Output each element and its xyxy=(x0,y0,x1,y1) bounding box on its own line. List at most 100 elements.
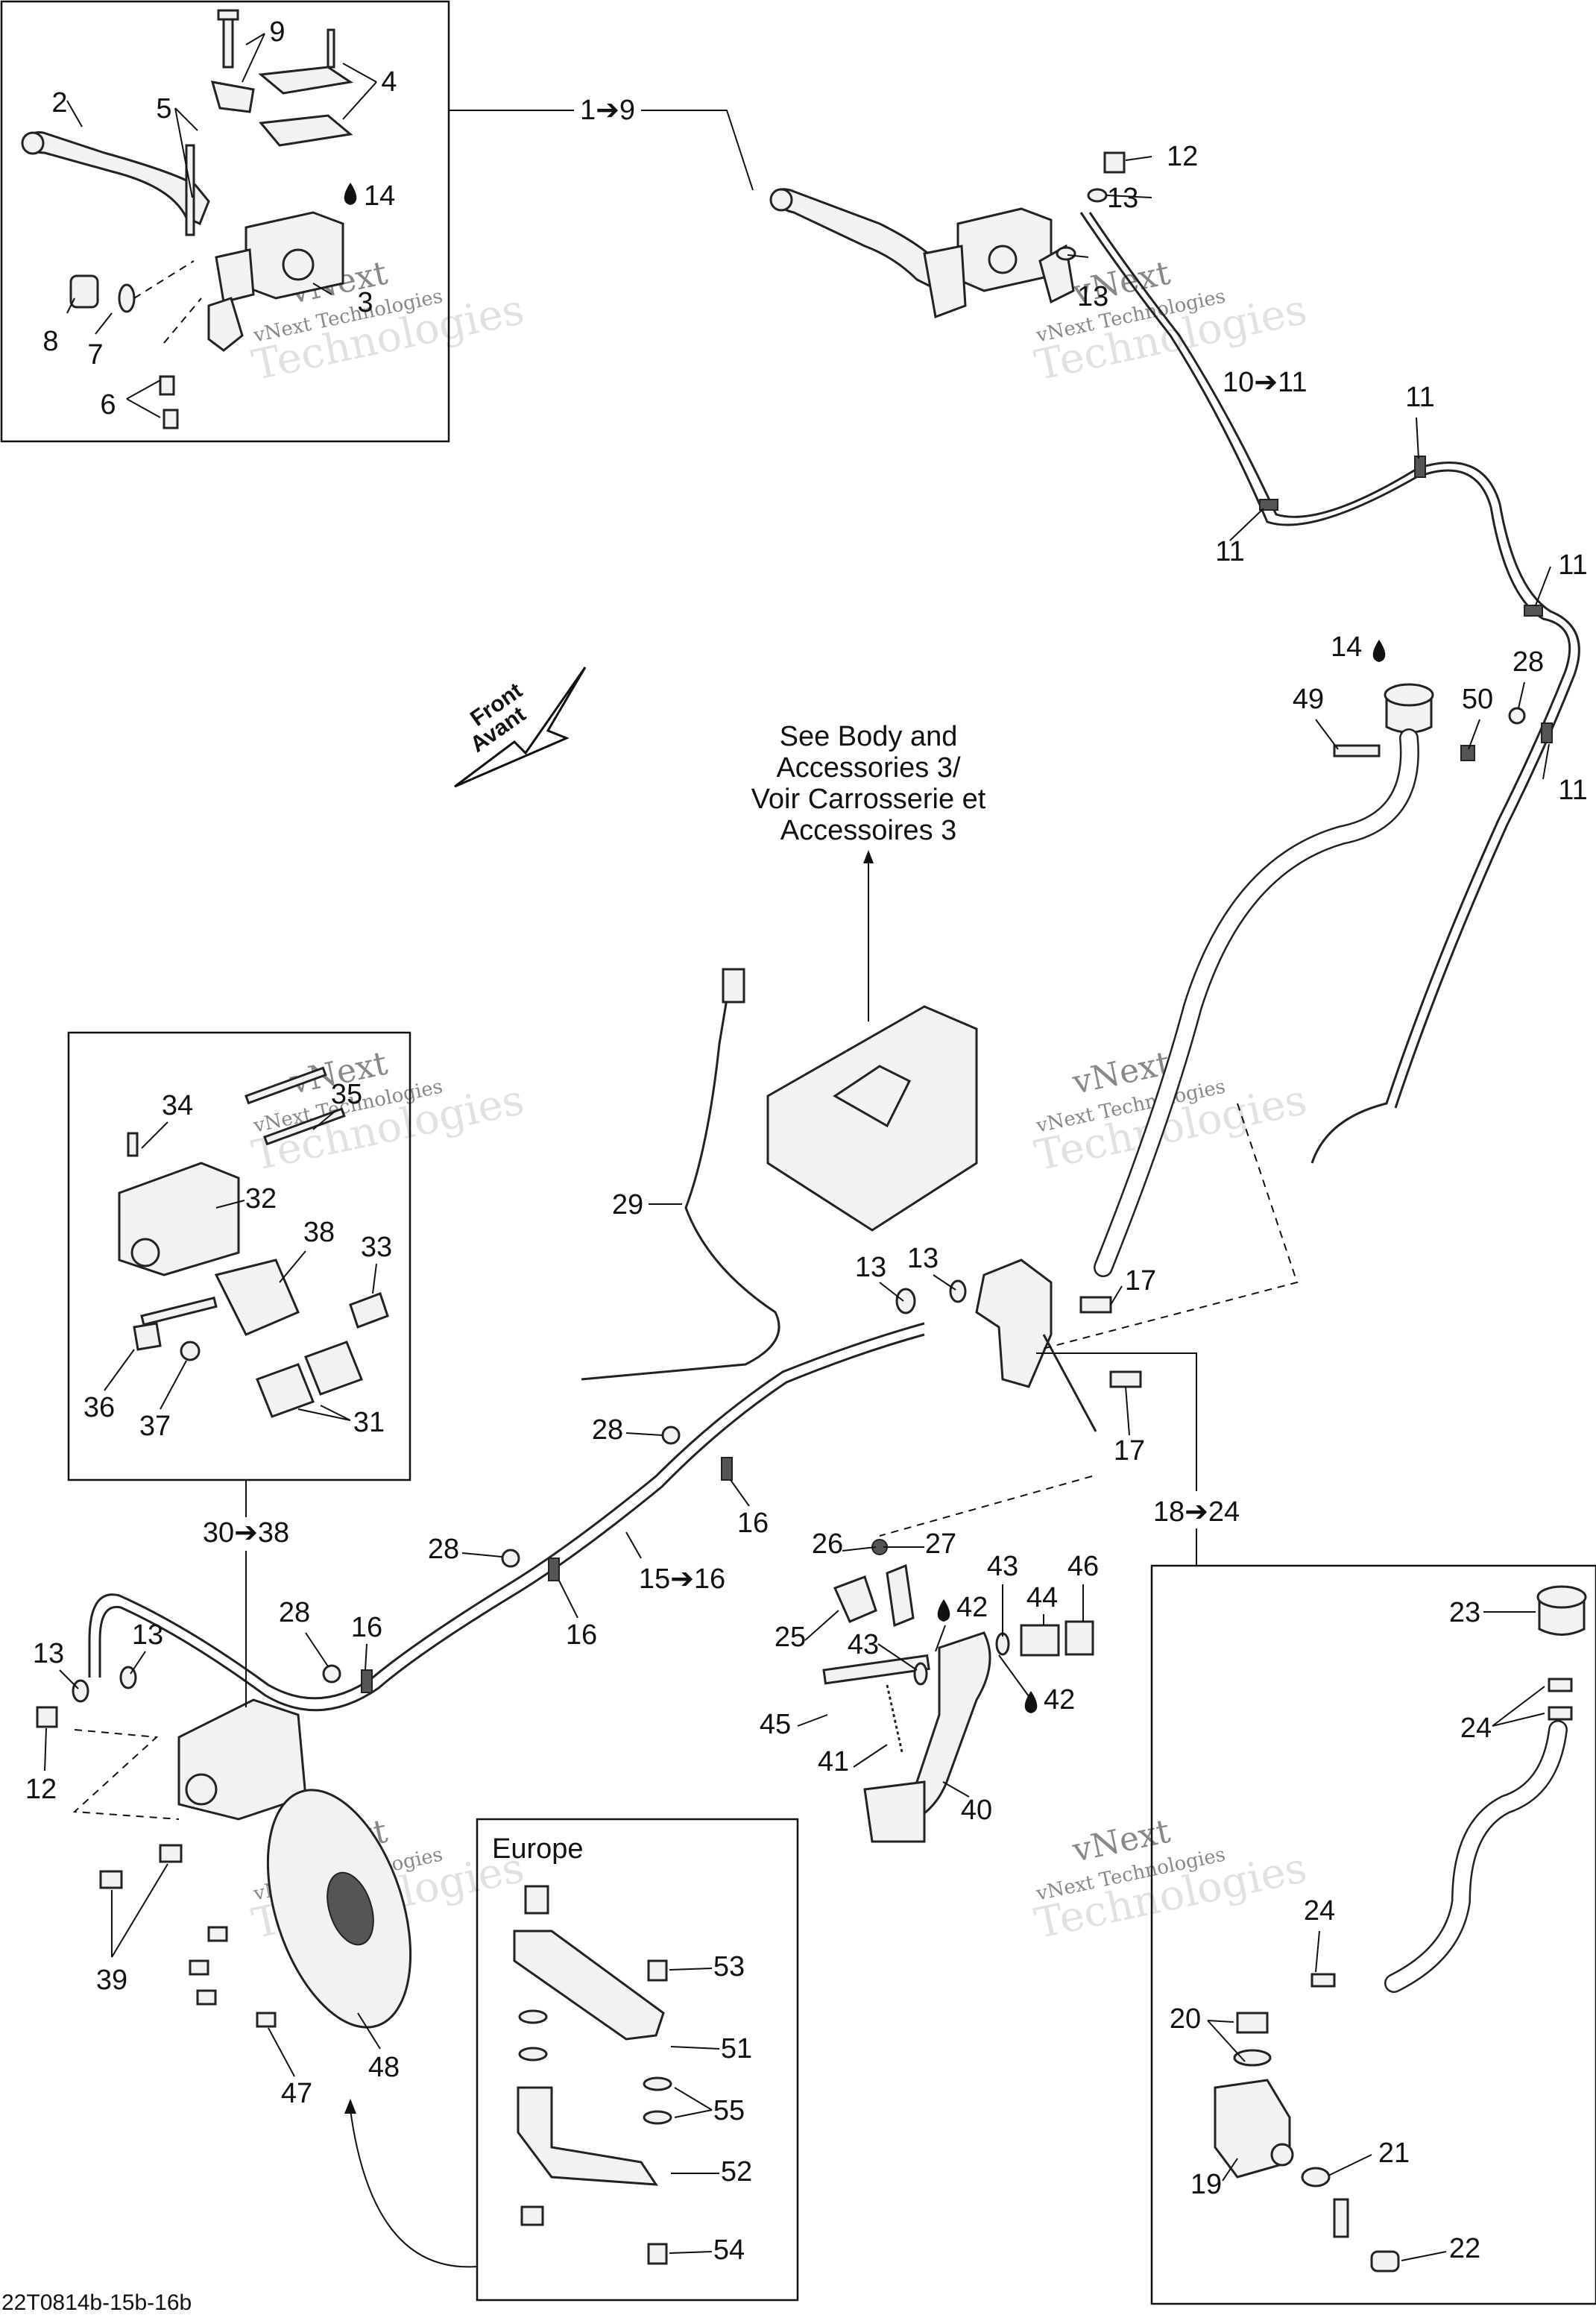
callout-24-b: 24 xyxy=(1304,1895,1335,1927)
callout-43-b: 43 xyxy=(987,1551,1018,1582)
callout-37: 37 xyxy=(139,1411,171,1442)
bracket-pin xyxy=(140,1296,218,1326)
cylinder-port xyxy=(923,245,967,319)
rear-master-cylinder-box xyxy=(1150,1564,1596,2305)
callout-17-a: 17 xyxy=(1125,1265,1156,1297)
line-clip xyxy=(1259,499,1278,511)
callout-25: 25 xyxy=(775,1622,806,1653)
sealing-washer xyxy=(949,1279,967,1303)
caliper-piston xyxy=(130,1238,160,1267)
fluid-drop-icon xyxy=(1372,640,1386,662)
line-clip xyxy=(1524,605,1543,617)
diagram-code: 22T0814b-15b-16b xyxy=(1,2290,192,2315)
callout-12-top: 12 xyxy=(1167,141,1198,172)
pedal-pad xyxy=(863,1780,926,1843)
brake-pedal-group xyxy=(822,1539,1094,1843)
callout-11: 11 xyxy=(1215,536,1244,567)
washer-55 xyxy=(643,2110,672,2125)
hose-fitting xyxy=(1236,2012,1269,2034)
callout-34: 34 xyxy=(162,1090,193,1121)
reservoir-hose-inner xyxy=(1095,730,1418,1276)
callout-12-rear: 12 xyxy=(25,1774,57,1805)
note-line-1: See Body and xyxy=(780,721,958,752)
reservoir-bolt xyxy=(1333,744,1381,758)
callout-42-b: 42 xyxy=(1044,1684,1075,1716)
pedal-washer xyxy=(995,1632,1010,1656)
top-left-leaders xyxy=(66,33,754,418)
clamp-screw xyxy=(159,375,175,396)
clamp-part xyxy=(207,297,244,352)
callout-51: 51 xyxy=(721,2033,752,2064)
callout-10-11: 10➔11 xyxy=(1223,367,1308,398)
rear-brake-line xyxy=(88,1322,925,1700)
caliper-bolt xyxy=(99,1870,123,1889)
callout-9: 9 xyxy=(269,16,285,48)
callout-46: 46 xyxy=(1067,1551,1099,1582)
pad-spring xyxy=(349,1292,389,1329)
nut-28-part xyxy=(661,1426,681,1445)
rear-master-cylinder-exploded xyxy=(1214,1585,1587,2273)
callout-11: 11 xyxy=(1558,549,1587,581)
nut-54 xyxy=(647,2243,668,2265)
rod-boot xyxy=(1370,2250,1400,2273)
push-rod xyxy=(1333,2198,1349,2238)
callout-35: 35 xyxy=(331,1079,362,1110)
watermark-group: vNext vNext Technologies Technologies vN… xyxy=(247,253,1310,1948)
callout-49: 49 xyxy=(1293,684,1324,715)
callout-4: 4 xyxy=(381,66,397,98)
callout-11: 11 xyxy=(1558,775,1587,806)
callout-16-c: 16 xyxy=(351,1612,382,1643)
callout-2: 2 xyxy=(51,87,67,119)
callout-26: 26 xyxy=(812,1528,843,1560)
front-master-cylinder-box xyxy=(0,0,450,443)
fluid-drop-icon xyxy=(1024,1691,1038,1713)
callout-15-16: 15➔16 xyxy=(639,1563,725,1595)
callout-41: 41 xyxy=(818,1746,849,1777)
callout-53: 53 xyxy=(713,1951,745,1982)
hose-clamp xyxy=(1310,1973,1336,1988)
fitting-seal xyxy=(1233,2049,1272,2067)
line-clip xyxy=(1414,456,1426,478)
fluid-drop-icon xyxy=(937,1599,950,1622)
switch-wire xyxy=(581,976,780,1381)
rear-brake-line-outer xyxy=(98,1333,925,1712)
callout-44: 44 xyxy=(1026,1582,1058,1613)
junction-pin xyxy=(1042,1334,1097,1432)
banjo-bolt xyxy=(1103,151,1126,174)
see-body-note: See Body and Accessories 3/ Voir Carross… xyxy=(751,721,986,1021)
front-brake-line xyxy=(1079,212,1571,1164)
callout-39: 39 xyxy=(96,1965,127,1996)
callout-36: 36 xyxy=(83,1392,115,1423)
front-master-cylinder-exploded xyxy=(21,9,353,429)
hose-clamp xyxy=(1548,1678,1573,1692)
bolt-53 xyxy=(647,1959,668,1982)
screw-head xyxy=(217,9,239,21)
bracket-51 xyxy=(513,1930,665,2041)
cover-screw xyxy=(327,28,335,69)
callout-11: 11 xyxy=(1405,382,1434,413)
return-spring xyxy=(886,1684,903,1753)
callout-27: 27 xyxy=(925,1528,956,1560)
line-clip xyxy=(1541,722,1553,743)
disc-screw xyxy=(256,2012,277,2028)
disc-screw xyxy=(207,1926,228,1942)
sealing-washer xyxy=(72,1679,89,1703)
reservoir-hose xyxy=(1094,728,1419,1277)
junction-leaders xyxy=(879,1274,1130,1436)
callout-7: 7 xyxy=(87,339,103,371)
disc-screw xyxy=(189,1959,209,1976)
callout-29: 29 xyxy=(612,1189,643,1221)
reservoir-hose xyxy=(1384,1720,1568,1993)
rear-caliper-exploded xyxy=(118,1066,389,1418)
callout-23: 23 xyxy=(1449,1597,1480,1628)
callout-14-right: 14 xyxy=(1331,631,1362,663)
front-direction-arrow: Front Avant xyxy=(454,667,587,788)
sight-glass xyxy=(282,248,315,281)
nut-28-part xyxy=(322,1664,341,1684)
nut-28-part xyxy=(1508,707,1526,725)
callout-22: 22 xyxy=(1449,2233,1480,2264)
callout-1-9: 1➔9 xyxy=(580,95,635,126)
callout-28-c: 28 xyxy=(279,1597,310,1628)
callout-43-a: 43 xyxy=(848,1629,879,1660)
pivot-bolt-part xyxy=(185,144,195,236)
